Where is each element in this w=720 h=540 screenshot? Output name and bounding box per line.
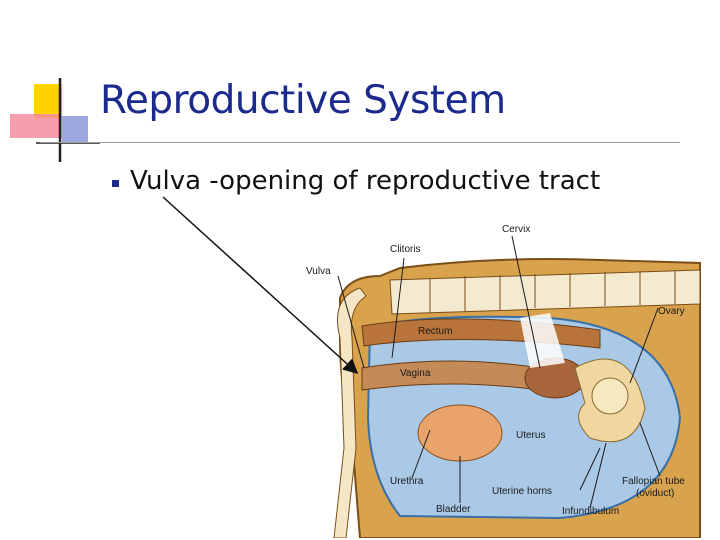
bullet-text: Vulva -opening of reproductive tract xyxy=(130,166,601,196)
label-clitoris: Clitoris xyxy=(390,244,421,255)
reproductive-tract-diagram: Clitoris Cervix Vulva Ovary Rectum Vagin… xyxy=(306,224,701,538)
bullet-square-icon xyxy=(112,180,119,187)
label-ovary: Ovary xyxy=(658,306,685,317)
label-oviduct: (oviduct) xyxy=(636,488,674,499)
label-uterine-horns: Uterine horns xyxy=(492,486,552,497)
label-fallopian-tube: Fallopian tube xyxy=(622,476,685,487)
label-vulva: Vulva xyxy=(306,266,331,277)
label-cervix: Cervix xyxy=(502,224,530,235)
title-divider xyxy=(40,142,680,143)
slide-title: Reproductive System xyxy=(100,78,506,123)
label-vagina: Vagina xyxy=(400,368,431,379)
label-bladder: Bladder xyxy=(436,504,471,515)
label-infundibulum: Infundibulum xyxy=(562,506,619,517)
corner-decoration xyxy=(10,78,100,162)
label-urethra: Urethra xyxy=(390,476,424,487)
label-rectum: Rectum xyxy=(418,326,452,337)
label-uterus: Uterus xyxy=(516,430,545,441)
